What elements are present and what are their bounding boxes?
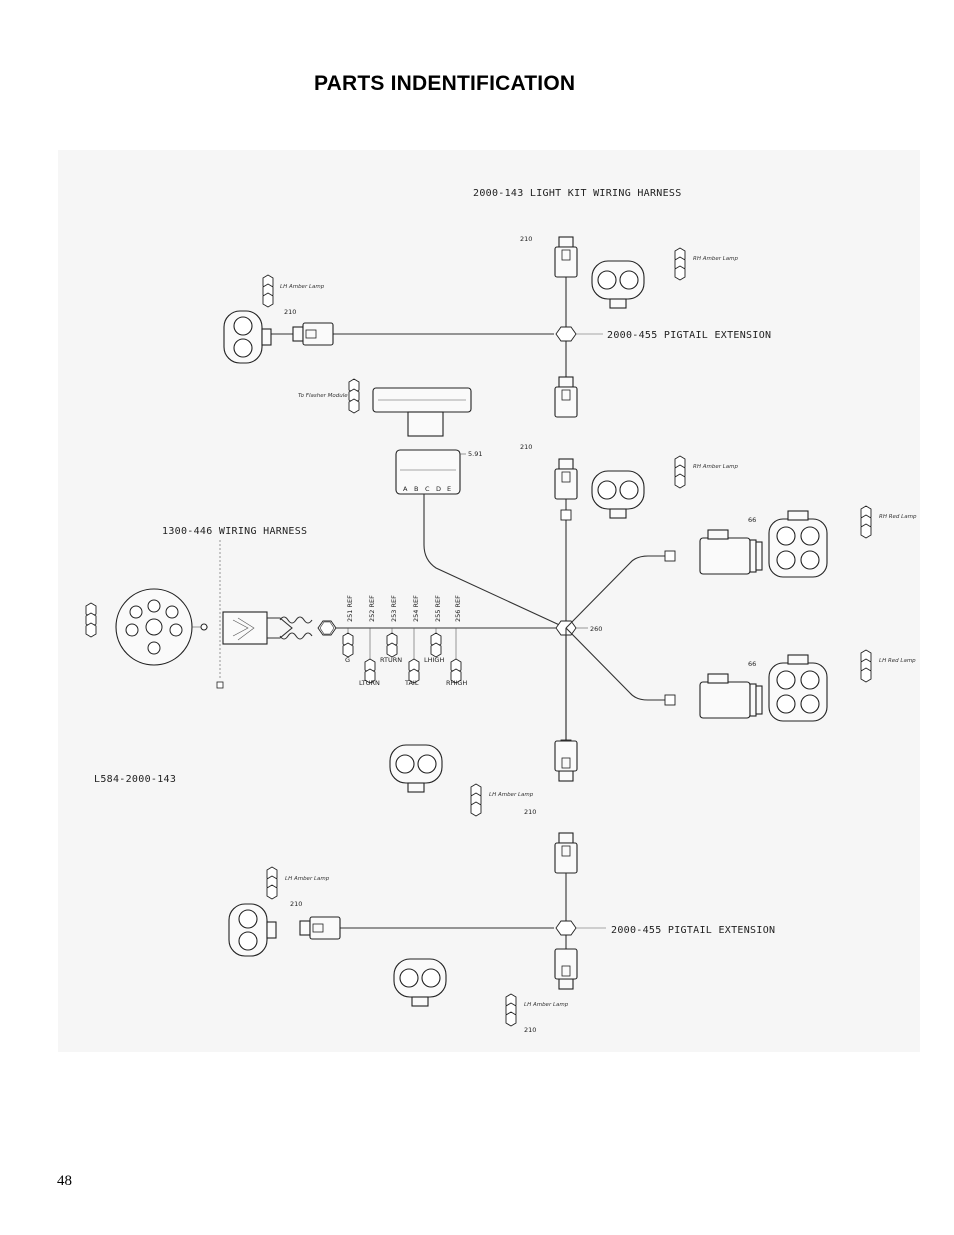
five-pin-connector bbox=[395, 449, 461, 495]
diagram-title: 2000-143 LIGHT KIT WIRING HARNESS bbox=[473, 188, 682, 199]
lh-amber-callout-mid: LH Amber Lamp bbox=[489, 792, 534, 798]
wiring-diagram: 2000-143 LIGHT KIT WIRING HARNESS 2000-4… bbox=[58, 150, 920, 1052]
part-260: 260 bbox=[590, 625, 602, 633]
lh-amber-connector-top bbox=[292, 322, 334, 346]
bottom-upper-connector bbox=[554, 832, 578, 874]
part-210-top: 210 bbox=[520, 235, 532, 243]
plug-boot bbox=[222, 611, 268, 645]
drawing-number: L584-2000-143 bbox=[94, 774, 176, 785]
rh-amber-lamp-mid bbox=[591, 470, 645, 519]
pin-a: A bbox=[403, 485, 408, 493]
lh-amber-lamp-bottom-front bbox=[393, 958, 447, 1007]
page-number: 48 bbox=[57, 1173, 72, 1189]
bottom-pigtail-junction bbox=[555, 920, 577, 936]
circuit-tail: TAIL bbox=[404, 679, 419, 687]
top-lower-connector bbox=[554, 376, 578, 418]
lh-amber-callout-top: LH Amber Lamp bbox=[280, 284, 325, 290]
part-210-mid: 210 bbox=[520, 443, 532, 451]
pin-b: B bbox=[414, 485, 418, 493]
lh-red-lamp bbox=[768, 654, 828, 722]
circuit-g: G bbox=[345, 656, 350, 664]
wire-ref-254: 254 REF bbox=[412, 595, 420, 622]
lh-amber-lamp-bottom bbox=[228, 903, 277, 957]
top-rh-amber-connector bbox=[554, 236, 578, 278]
rh-red-socket bbox=[699, 529, 763, 575]
rh-amber-callout-mid: RH Amber Lamp bbox=[693, 464, 739, 470]
circuit-tags: G LTURN RTURN TAIL LHIGH RHIGH bbox=[342, 628, 467, 687]
part-210-lower: 210 bbox=[524, 808, 536, 816]
top-pigtail-junction bbox=[555, 326, 577, 342]
mid-rh-amber-connector bbox=[554, 458, 578, 500]
pin-d: D bbox=[436, 485, 441, 493]
five-pin-wire bbox=[423, 494, 567, 629]
lh-red-branch bbox=[565, 627, 670, 701]
pigtail-top-label: 2000-455 PIGTAIL EXTENSION bbox=[607, 330, 771, 341]
lh-amber-connector-bottom bbox=[299, 916, 341, 940]
flasher-callout: To Flasher Module bbox=[298, 393, 348, 399]
lh-red-callout: LH Red Lamp bbox=[879, 658, 916, 664]
wire-ref-group: 251 REF 252 REF 253 REF 254 REF 255 REF … bbox=[346, 595, 462, 622]
bottom-lower-connector bbox=[554, 948, 578, 990]
rh-amber-lamp-top bbox=[591, 260, 645, 309]
rh-amber-callout-top: RH Amber Lamp bbox=[693, 256, 739, 262]
rh-red-callout: RH Red Lamp bbox=[879, 514, 917, 520]
lh-red-socket bbox=[699, 673, 763, 719]
rh-red-branch bbox=[565, 555, 670, 629]
wire-ref-256: 256 REF bbox=[454, 595, 462, 622]
wire-ref-251: 251 REF bbox=[346, 595, 354, 622]
pigtail-bottom-label: 2000-455 PIGTAIL EXTENSION bbox=[611, 925, 775, 936]
part-210-bottom: 210 bbox=[524, 1026, 536, 1034]
part-66-top: 66 bbox=[748, 516, 756, 524]
page-title: PARTS INDENTIFICATION bbox=[314, 72, 576, 95]
circuit-lturn: LTURN bbox=[359, 679, 380, 687]
pin-c: C bbox=[425, 485, 430, 493]
pin-e: E bbox=[447, 485, 451, 493]
circuit-rhigh: RHIGH bbox=[446, 679, 467, 687]
part-210-lh: 210 bbox=[284, 308, 296, 316]
wire-ref-255: 255 REF bbox=[434, 595, 442, 622]
circuit-lhigh: LHIGH bbox=[424, 656, 444, 664]
lh-amber-callout-bottom: LH Amber Lamp bbox=[285, 876, 330, 882]
part-210-bottom-left: 210 bbox=[290, 900, 302, 908]
circuit-rturn: RTURN bbox=[380, 656, 402, 664]
harness-label: 1300-446 WIRING HARNESS bbox=[162, 526, 307, 537]
part-591: 5.91 bbox=[468, 450, 482, 458]
lh-amber-callout-bottom-2: LH Amber Lamp bbox=[524, 1002, 569, 1008]
lh-amber-lamp-mid bbox=[389, 744, 443, 793]
part-66-bottom: 66 bbox=[748, 660, 756, 668]
lh-amber-lamp-top bbox=[223, 310, 272, 364]
wire-ref-252: 252 REF bbox=[368, 595, 376, 622]
lower-lh-amber-connector bbox=[554, 740, 578, 782]
rh-red-lamp bbox=[768, 510, 828, 578]
wire-ref-253: 253 REF bbox=[390, 595, 398, 622]
